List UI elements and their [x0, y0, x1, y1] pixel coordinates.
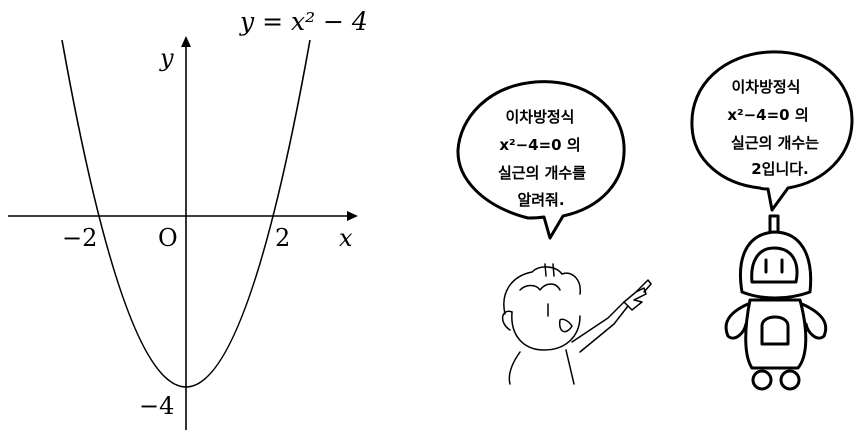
tick-label-neg4: −4 [139, 392, 174, 420]
right-bubble-line-3: 실근의 개수는 [731, 134, 819, 152]
left-bubble-line-3: 실근의 개수를 [498, 164, 586, 182]
person-pointing-illustration [501, 263, 652, 385]
robot-illustration [724, 214, 828, 391]
y-axis-arrow [181, 36, 191, 47]
left-bubble-line-2: x²−4=0 의 [499, 136, 580, 154]
right-bubble-line-2: x²−4=0 의 [727, 106, 808, 124]
x-axis-arrow [347, 211, 358, 221]
y-axis-label: y [159, 44, 174, 72]
left-bubble-line-1: 이차방정식 [505, 108, 574, 126]
tick-label-pos2: 2 [275, 224, 290, 252]
tick-label-neg2: −2 [62, 224, 97, 252]
x-axis-label: x [339, 224, 353, 252]
right-bubble-line-1: 이차방정식 [731, 78, 800, 96]
origin-label: O [158, 224, 178, 252]
left-speech-bubble: 이차방정식 x²−4=0 의 실근의 개수를 알려줘. [456, 80, 626, 240]
right-speech-bubble: 이차방정식 x²−4=0 의 실근의 개수는 2입니다. [690, 50, 854, 212]
parabola-curve [61, 39, 311, 388]
left-bubble-line-4: 알려줘. [517, 191, 564, 209]
graph: y = x² − 4 y x O −2 2 −4 [8, 7, 368, 430]
right-bubble-line-4: 2입니다. [751, 160, 809, 178]
equation-label: y = x² − 4 [239, 7, 368, 36]
